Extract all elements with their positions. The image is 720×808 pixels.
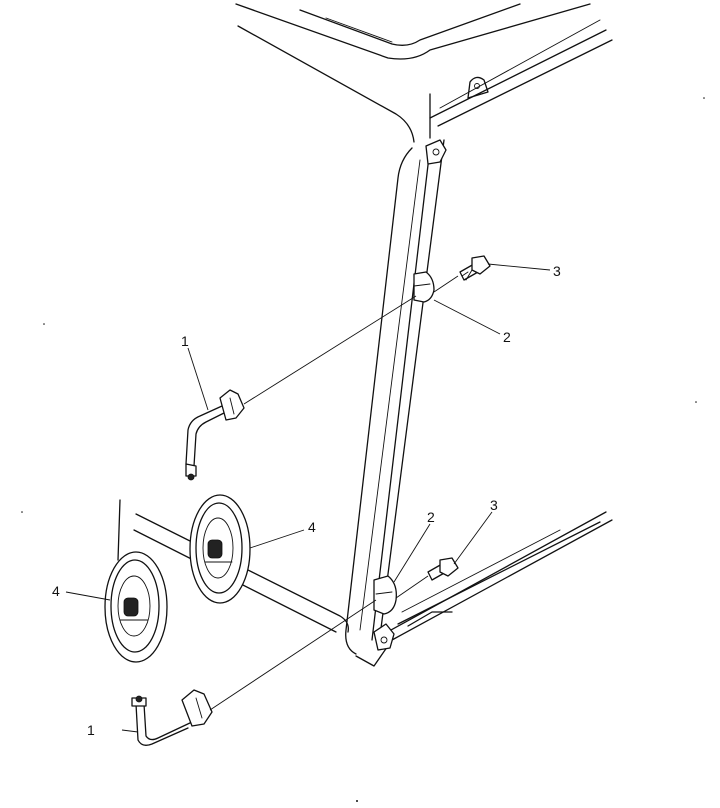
callout-lower-clamp: 2	[427, 509, 435, 525]
leader-lines	[65, 263, 551, 733]
callout-upper-bolt: 3	[553, 263, 561, 279]
callout-upper-bracket: 1	[181, 333, 189, 349]
upper-clamp	[413, 271, 435, 303]
assembly-lines	[209, 275, 459, 711]
lower-mirror-bracket	[131, 689, 213, 746]
callout-upper-mirror: 4	[308, 519, 316, 535]
callout-lower-bolt: 3	[490, 497, 498, 513]
upper-bolt	[459, 255, 491, 281]
cab-body	[117, 3, 613, 667]
upper-mirror	[189, 494, 251, 604]
lower-bolt	[427, 557, 459, 581]
callout-lower-mirror: 4	[52, 583, 60, 599]
lower-mirror	[104, 551, 168, 663]
upper-mirror-bracket	[185, 389, 245, 481]
callout-upper-clamp: 2	[503, 329, 511, 345]
lower-clamp	[373, 575, 397, 615]
scan-specks	[21, 97, 705, 802]
callout-lower-bracket: 1	[87, 722, 95, 738]
